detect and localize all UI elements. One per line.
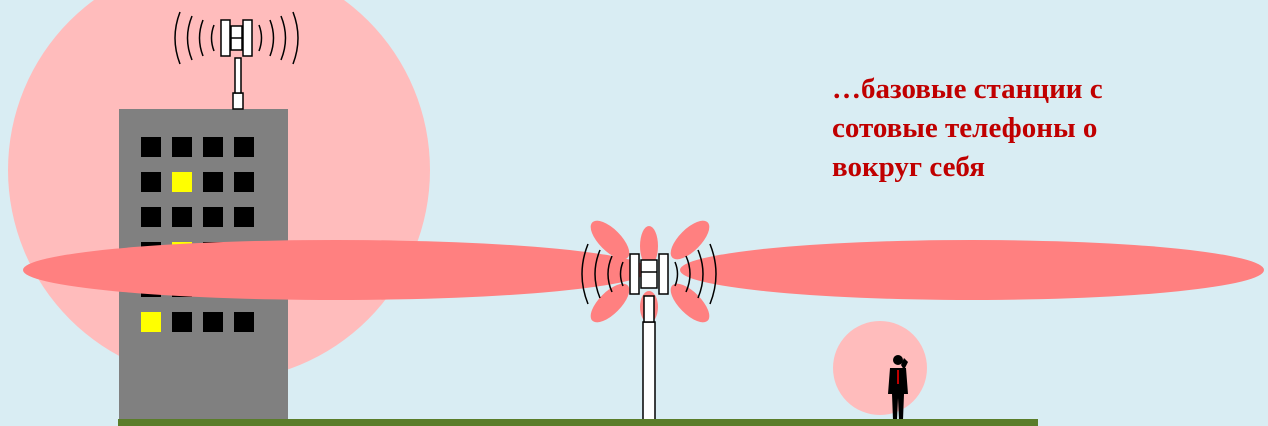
window — [172, 207, 192, 227]
window — [141, 207, 161, 227]
window — [172, 137, 192, 157]
caption-line-1: …базовые станции с — [832, 70, 1103, 109]
main-beam-right — [680, 240, 1264, 300]
window — [172, 312, 192, 332]
caption-line-2: сотовые телефоны о — [832, 109, 1103, 148]
lit-window — [172, 172, 192, 192]
phone-radiation-halo — [833, 321, 927, 415]
window — [141, 172, 161, 192]
caption-line-3: вокруг себя — [832, 148, 1103, 187]
lit-window — [141, 312, 161, 332]
window — [203, 137, 223, 157]
window — [203, 312, 223, 332]
window — [203, 207, 223, 227]
window — [203, 172, 223, 192]
side-lobe-lower-right — [665, 278, 716, 329]
window — [234, 172, 254, 192]
main-beam-left — [23, 240, 649, 300]
window — [234, 207, 254, 227]
window — [234, 137, 254, 157]
caption-text: …базовые станции с сотовые телефоны о во… — [832, 70, 1103, 187]
window — [141, 137, 161, 157]
window — [234, 312, 254, 332]
ground-strip — [118, 419, 1038, 426]
